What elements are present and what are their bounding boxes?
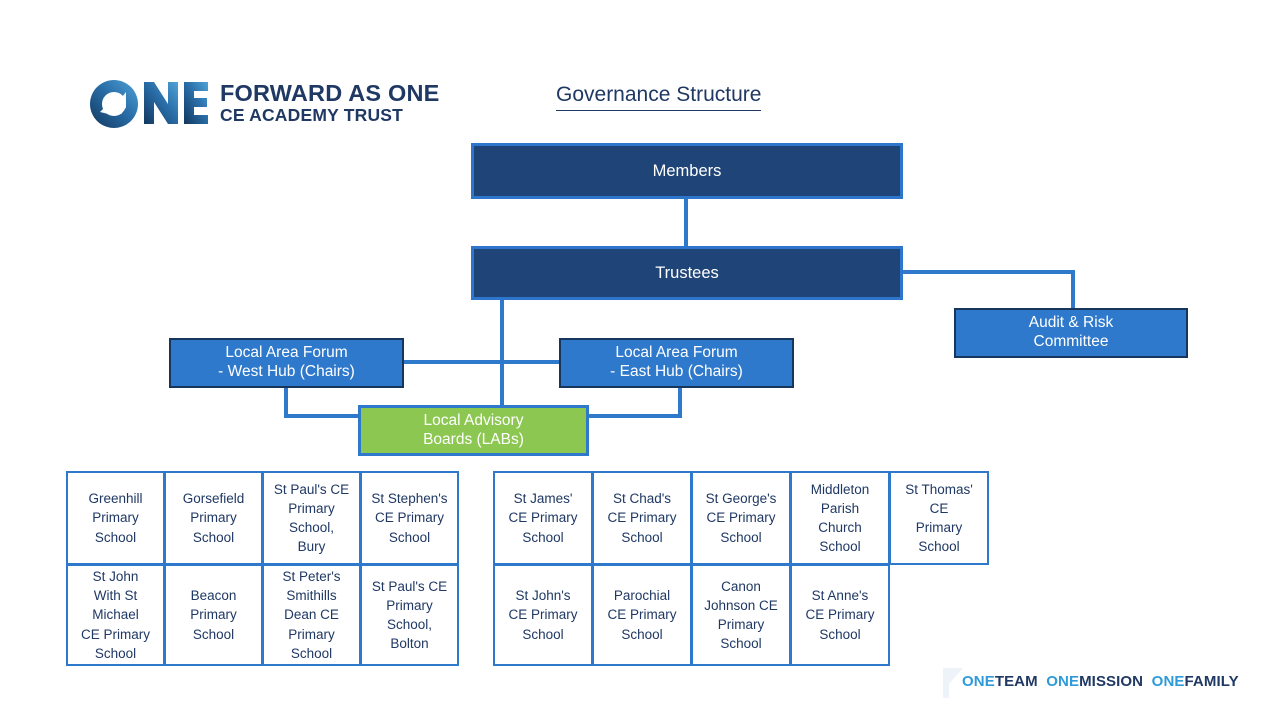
footer-word: ONE [1046, 673, 1080, 690]
connector-center-to-labs [500, 360, 504, 406]
connector-east-drop [678, 388, 682, 418]
logo-line-forward-as-one: FORWARD AS ONE [220, 80, 440, 107]
node-members[interactable]: Members [471, 143, 903, 199]
logo-wordmark: FORWARD AS ONE CE ACADEMY TRUST [220, 81, 440, 124]
school-cell[interactable]: St Anne's CE Primary School [790, 564, 890, 666]
school-table-east-hub: St James' CE Primary School St Chad's CE… [493, 471, 989, 666]
school-cell[interactable]: St Paul's CE Primary School, Bolton [360, 564, 459, 666]
school-cell[interactable]: St John With St Michael CE Primary Schoo… [66, 564, 165, 666]
connector-trustees-audit-v [1071, 270, 1075, 310]
school-cell[interactable]: St James' CE Primary School [493, 471, 593, 565]
node-local-area-forum-east-hub[interactable]: Local Area Forum - East Hub (Chairs) [559, 338, 794, 388]
school-cell[interactable]: St Peter's Smithills Dean CE Primary Sch… [262, 564, 361, 666]
node-audit-risk-committee[interactable]: Audit & Risk Committee [954, 308, 1188, 358]
school-cell[interactable]: Canon Johnson CE Primary School [691, 564, 791, 666]
school-cell[interactable]: St Thomas' CE Primary School [889, 471, 989, 565]
brand-logo: FORWARD AS ONE CE ACADEMY TRUST [88, 78, 440, 128]
table-row: St John's CE Primary School Parochial CE… [493, 564, 989, 666]
table-row: St James' CE Primary School St Chad's CE… [493, 471, 989, 565]
node-local-advisory-boards[interactable]: Local Advisory Boards (LABs) [358, 405, 589, 456]
school-cell[interactable]: Beacon Primary School [164, 564, 263, 666]
school-cell[interactable]: Gorsefield Primary School [164, 471, 263, 565]
table-row: St John With St Michael CE Primary Schoo… [66, 564, 459, 666]
connector-east-to-labs [585, 414, 682, 418]
footer-word: TEAM [994, 673, 1038, 690]
node-trustees[interactable]: Trustees [471, 246, 903, 300]
footer-tagline: ONETEAM ONEMISSION ONEFAMILY [962, 673, 1239, 690]
table-row: Greenhill Primary School Gorsefield Prim… [66, 471, 459, 565]
school-cell[interactable]: St George's CE Primary School [691, 471, 791, 565]
school-cell[interactable]: Middleton Parish Church School [790, 471, 890, 565]
school-cell[interactable]: Greenhill Primary School [66, 471, 165, 565]
footer-swoosh-icon [943, 668, 963, 698]
connector-members-trustees [684, 199, 688, 246]
connector-west-to-labs [284, 414, 362, 418]
connector-forum-bus [402, 360, 562, 364]
footer-word: ONE [962, 673, 995, 690]
school-cell[interactable]: Parochial CE Primary School [592, 564, 692, 666]
node-local-area-forum-west-hub[interactable]: Local Area Forum - West Hub (Chairs) [169, 338, 404, 388]
school-cell[interactable]: St Stephen's CE Primary School [360, 471, 459, 565]
school-cell[interactable]: St John's CE Primary School [493, 564, 593, 666]
connector-trustees-audit-h [903, 270, 1075, 274]
one-arrow-logo-icon [90, 80, 208, 128]
school-cell[interactable]: St Paul's CE Primary School, Bury [262, 471, 361, 565]
footer-word: FAMILY [1184, 673, 1239, 690]
school-table-west-hub: Greenhill Primary School Gorsefield Prim… [66, 471, 459, 666]
footer-word: ONE [1151, 673, 1185, 690]
school-cell-empty [889, 564, 989, 666]
connector-west-drop [284, 388, 288, 418]
connector-trustees-drop [500, 300, 504, 362]
footer-word: MISSION [1079, 673, 1144, 690]
logo-line-ce-academy-trust: CE ACADEMY TRUST [220, 105, 404, 126]
school-cell[interactable]: St Chad's CE Primary School [592, 471, 692, 565]
page-title: Governance Structure [556, 83, 762, 111]
